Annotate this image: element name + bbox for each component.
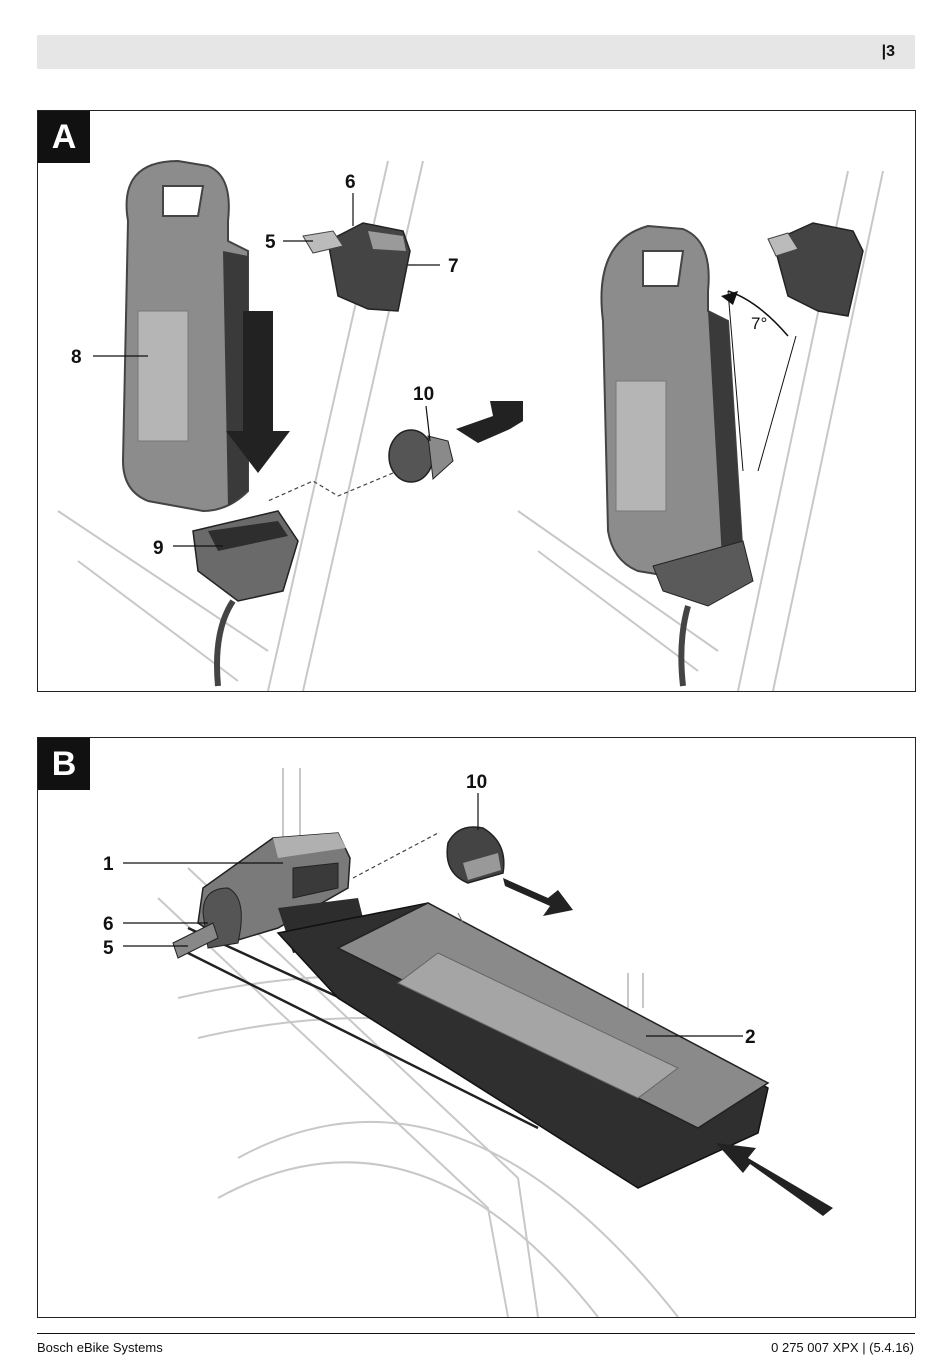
battery-left bbox=[123, 161, 248, 511]
arrow-right-icon bbox=[456, 401, 523, 443]
callout-2: 2 bbox=[745, 1027, 756, 1048]
figure-b-label: B bbox=[38, 738, 90, 790]
figure-a-label: A bbox=[38, 111, 90, 163]
callout-8: 8 bbox=[71, 347, 82, 368]
footer-document-number: 0 275 007 XPX | (5.4.16) bbox=[771, 1340, 914, 1355]
arrow-away-icon bbox=[503, 878, 573, 916]
callout-10: 10 bbox=[413, 384, 434, 405]
upper-holder bbox=[303, 223, 410, 311]
figure-b-illustration: 1 6 5 2 10 bbox=[38, 738, 915, 1317]
battery-rack bbox=[278, 903, 768, 1188]
arrow-insert-icon bbox=[716, 1143, 833, 1216]
connector-cover-b bbox=[353, 827, 504, 883]
callout-10: 10 bbox=[466, 772, 487, 793]
angle-label: 7° bbox=[751, 314, 767, 333]
callout-5: 5 bbox=[103, 938, 114, 959]
figure-b-panel: 1 6 5 2 10 B bbox=[37, 737, 916, 1318]
figure-a-panel: 8 5 6 7 9 10 7° A bbox=[37, 110, 916, 692]
callout-6: 6 bbox=[103, 914, 114, 935]
page-number: |3 bbox=[882, 43, 895, 61]
callout-9: 9 bbox=[153, 538, 164, 559]
header-bar: |3 bbox=[37, 35, 915, 69]
callout-5: 5 bbox=[265, 232, 276, 253]
callout-6: 6 bbox=[345, 172, 356, 193]
figure-a-illustration: 8 5 6 7 9 10 7° bbox=[38, 111, 915, 691]
callout-7: 7 bbox=[448, 256, 459, 277]
footer-rule bbox=[37, 1333, 915, 1334]
callout-1: 1 bbox=[103, 854, 114, 875]
footer-publisher: Bosch eBike Systems bbox=[37, 1340, 163, 1355]
